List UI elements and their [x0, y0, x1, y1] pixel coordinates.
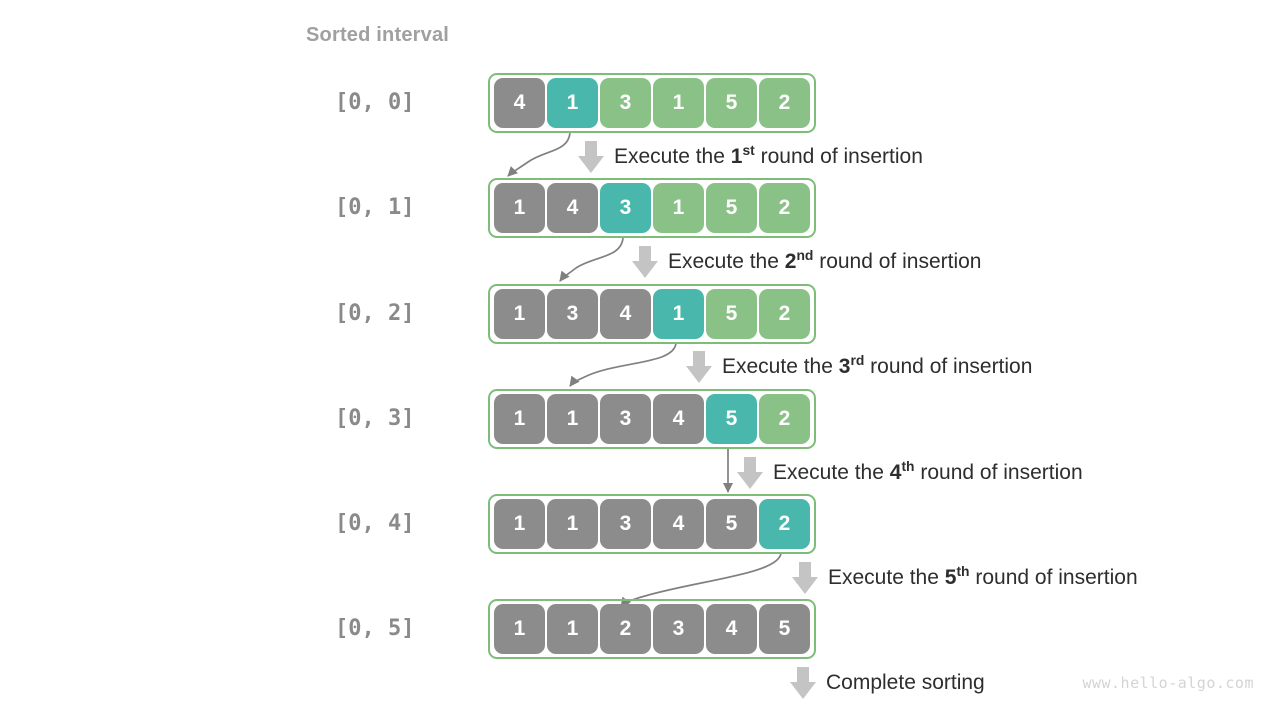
insertion-round-step: Execute the 4th round of insertion [737, 456, 1083, 490]
array-cell: 4 [706, 604, 757, 654]
sorted-interval-label: [0, 1] [335, 195, 415, 220]
array-cell: 1 [494, 394, 545, 444]
complete-sorting-step: Complete sorting [790, 666, 985, 700]
step-prefix: Execute the [668, 250, 785, 273]
sorted-interval-label: [0, 2] [335, 301, 415, 326]
step-number: 1 [730, 145, 743, 168]
insertion-round-step: Execute the 2nd round of insertion [632, 245, 981, 279]
insertion-round-step: Execute the 1st round of insertion [578, 140, 923, 174]
array-cell: 5 [706, 499, 757, 549]
step-number: 4 [889, 461, 902, 484]
step-number: 2 [784, 250, 797, 273]
step-label: Execute the 4th round of insertion [773, 458, 1083, 485]
step-prefix: Execute the [722, 355, 839, 378]
step-suffix: round of insertion [754, 145, 923, 168]
array-cell: 4 [600, 289, 651, 339]
page-title: Sorted interval [306, 24, 450, 46]
array-cell: 1 [653, 289, 704, 339]
sorted-interval-label: [0, 4] [335, 511, 415, 536]
array-cell: 5 [706, 289, 757, 339]
array-cell: 3 [600, 499, 651, 549]
array-cell: 2 [759, 394, 810, 444]
array-cell: 5 [706, 183, 757, 233]
step-ordinal-suffix: nd [796, 247, 814, 263]
array-cell: 1 [547, 499, 598, 549]
insertion-move-curve [507, 132, 571, 177]
array-cell: 2 [759, 78, 810, 128]
sorted-interval-label: [0, 0] [335, 90, 415, 115]
array-cell: 2 [600, 604, 651, 654]
arrow-down-icon [737, 457, 763, 489]
insertion-round-step: Execute the 5th round of insertion [792, 561, 1138, 595]
step-suffix: round of insertion [969, 566, 1138, 589]
step-label: Execute the 2nd round of insertion [668, 247, 982, 274]
array-cell: 3 [653, 604, 704, 654]
array-cell: 4 [653, 394, 704, 444]
arrow-down-icon [632, 246, 658, 278]
step-prefix: Execute the [773, 461, 890, 484]
array-cell: 5 [759, 604, 810, 654]
array-cell: 2 [759, 499, 810, 549]
step-ordinal-suffix: st [742, 142, 755, 158]
array-cell: 1 [653, 78, 704, 128]
array-cell: 5 [706, 394, 757, 444]
array-cell: 3 [600, 183, 651, 233]
arrow-down-icon [578, 141, 604, 173]
arrow-down-icon [686, 351, 712, 383]
step-number: 5 [944, 566, 957, 589]
insertion-move-curve [559, 237, 624, 282]
step-label: Execute the 1st round of insertion [614, 142, 923, 169]
complete-sorting-label: Complete sorting [826, 671, 985, 694]
sorted-interval-label: [0, 3] [335, 406, 415, 431]
array-cell: 3 [600, 394, 651, 444]
array-cell: 5 [706, 78, 757, 128]
array-cell: 1 [494, 289, 545, 339]
array-cell: 3 [547, 289, 598, 339]
step-ordinal-suffix: th [956, 563, 970, 579]
array-cell: 1 [494, 604, 545, 654]
array-cell: 1 [547, 394, 598, 444]
array-cell: 1 [653, 183, 704, 233]
array-cell: 1 [494, 499, 545, 549]
step-prefix: Execute the [828, 566, 945, 589]
step-ordinal-suffix: rd [850, 352, 865, 368]
step-suffix: round of insertion [914, 461, 1083, 484]
step-suffix: round of insertion [864, 355, 1033, 378]
watermark: www.hello-algo.com [1082, 674, 1254, 692]
arrow-down-icon [792, 562, 818, 594]
step-suffix: round of insertion [813, 250, 982, 273]
array-cell: 4 [494, 78, 545, 128]
array-cell: 2 [759, 183, 810, 233]
step-ordinal-suffix: th [901, 458, 915, 474]
insertion-move-curve [569, 342, 677, 387]
array-cell: 4 [653, 499, 704, 549]
step-prefix: Execute the [614, 145, 731, 168]
step-label: Execute the 3rd round of insertion [722, 352, 1033, 379]
sorted-interval-label: [0, 5] [335, 616, 415, 641]
array-cell: 1 [547, 78, 598, 128]
array-cell: 4 [547, 183, 598, 233]
insertion-round-step: Execute the 3rd round of insertion [686, 350, 1032, 384]
arrow-down-icon [790, 667, 816, 699]
step-number: 3 [838, 355, 851, 378]
array-cell: 3 [600, 78, 651, 128]
array-cell: 1 [547, 604, 598, 654]
array-cell: 1 [494, 183, 545, 233]
step-label: Execute the 5th round of insertion [828, 563, 1138, 590]
array-cell: 2 [759, 289, 810, 339]
